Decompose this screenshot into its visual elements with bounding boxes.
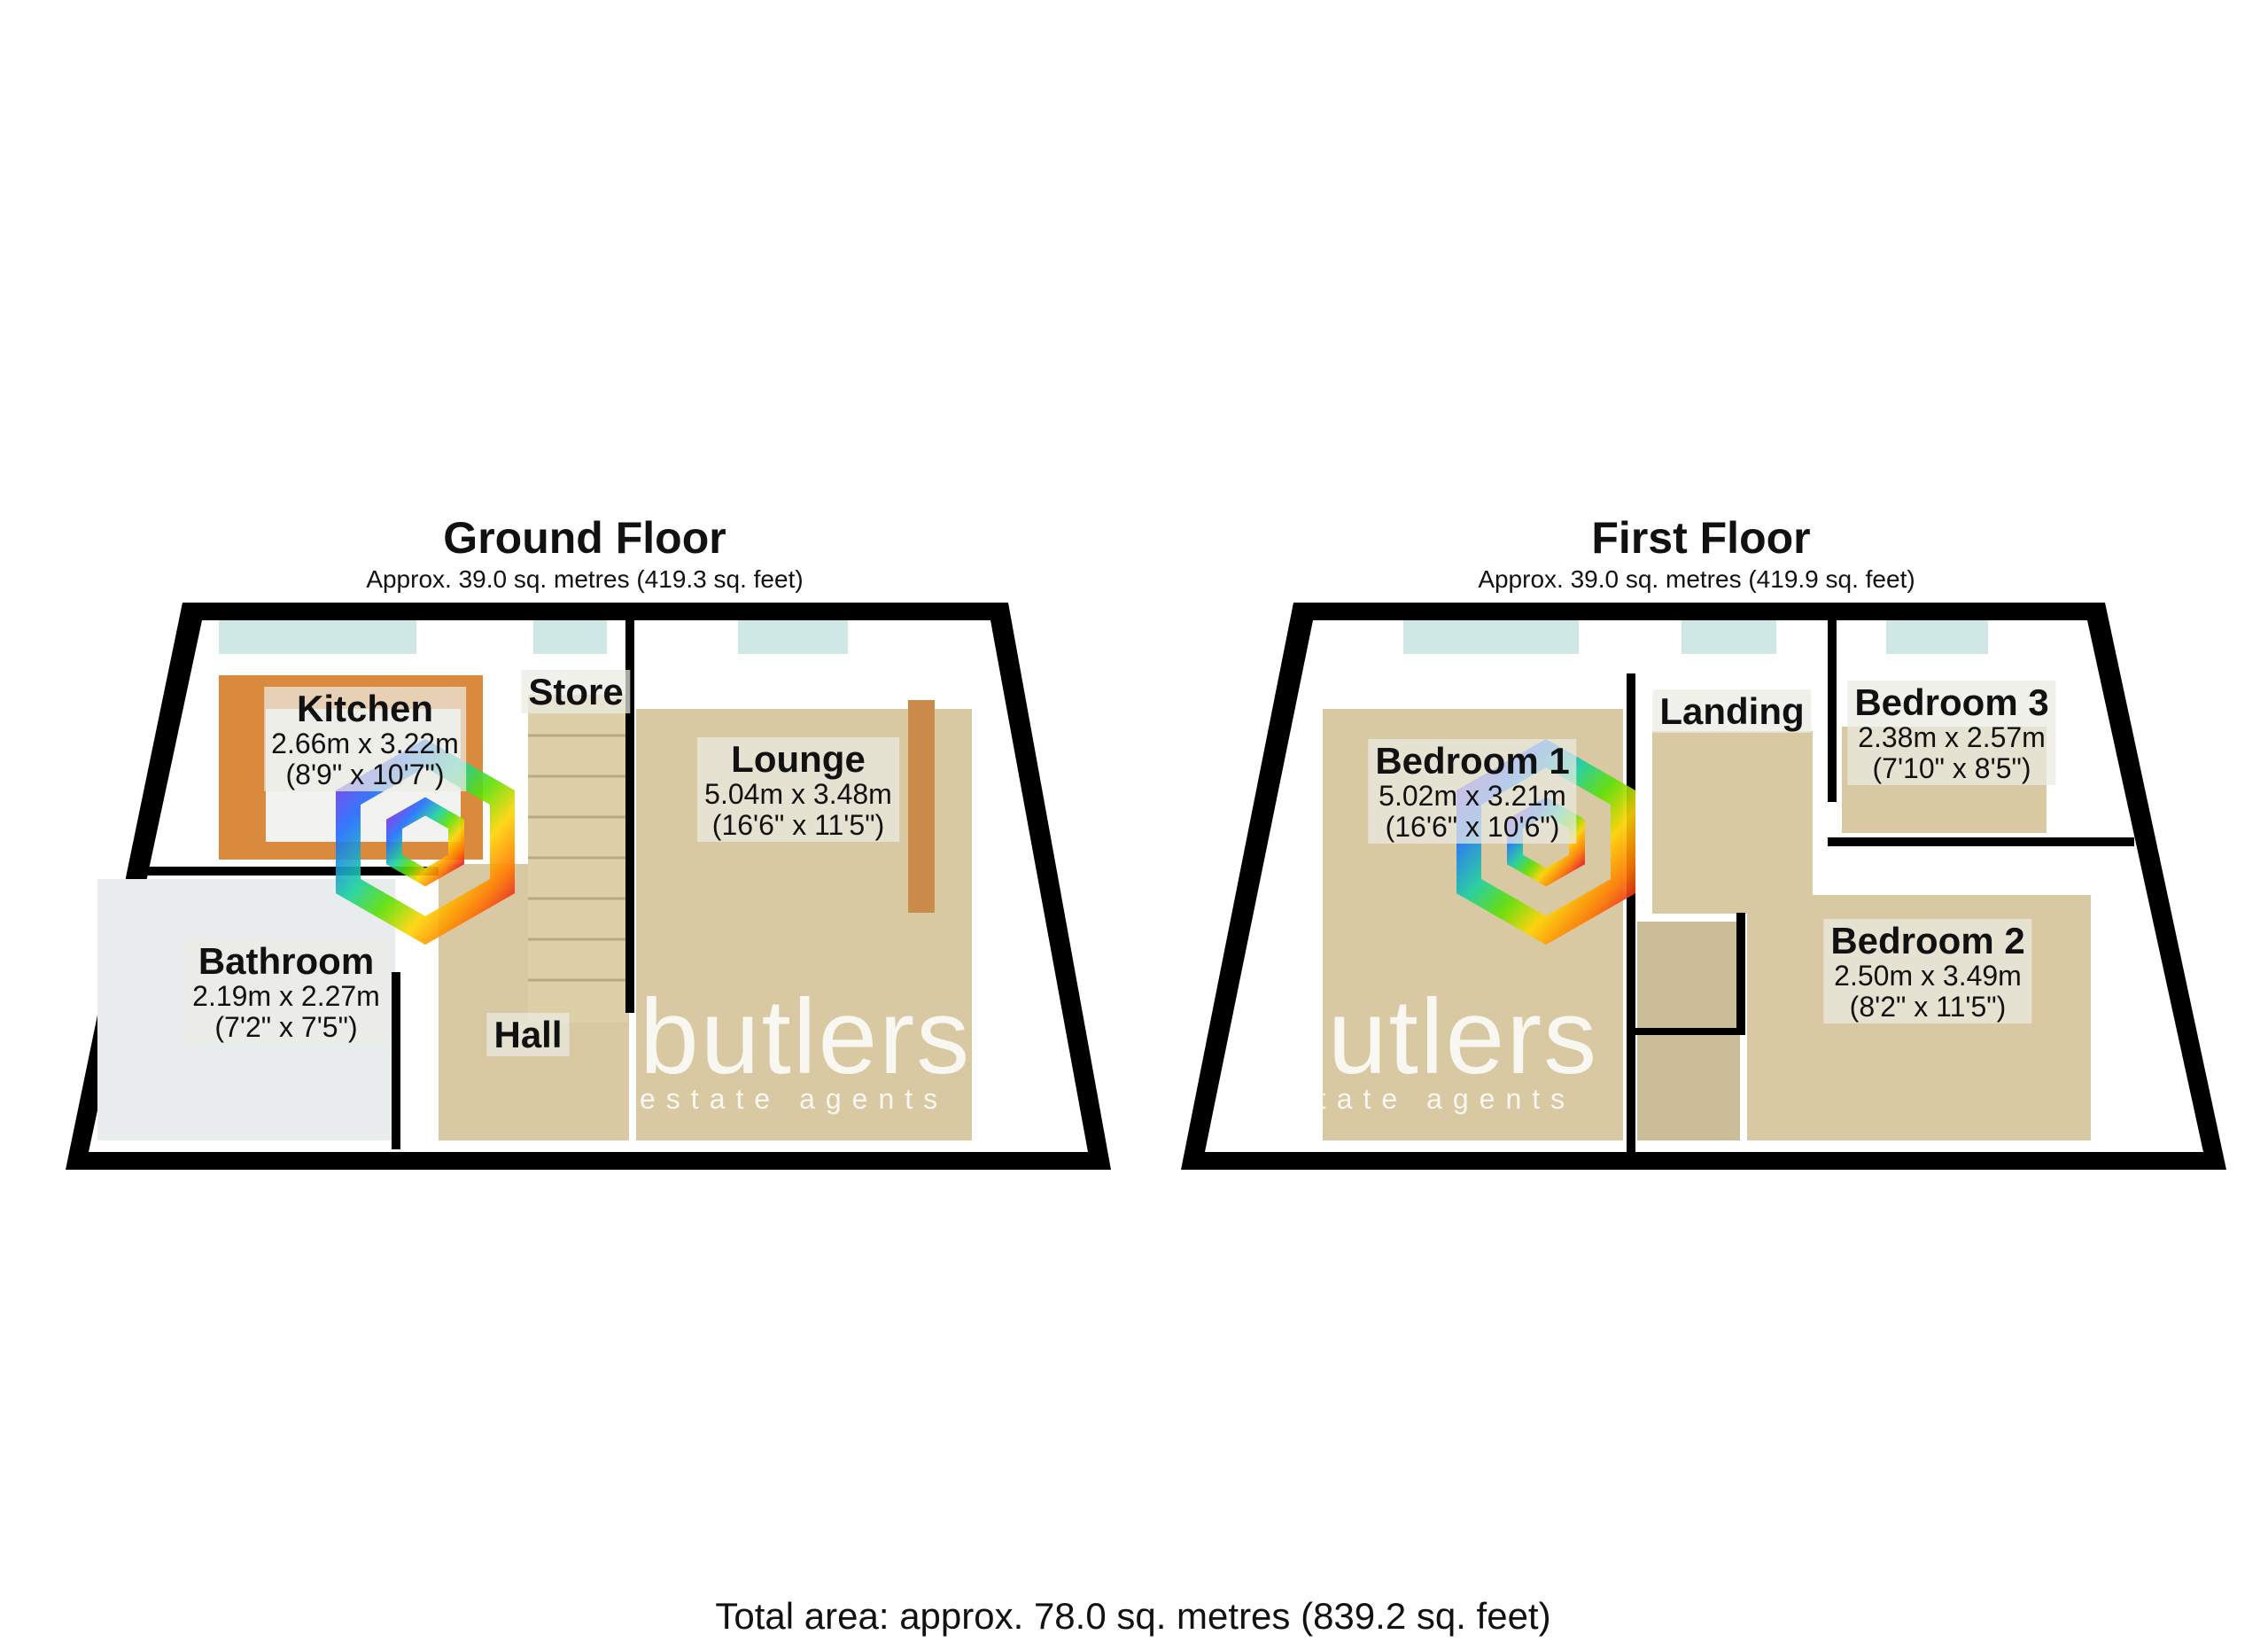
store-window bbox=[533, 620, 607, 654]
butlers-logo-icon bbox=[336, 738, 515, 946]
room-imperial: (8'9" x 10'7") bbox=[285, 758, 445, 790]
room-label-kitchen: Kitchen 2.66m x 3.22m (8'9" x 10'7") bbox=[264, 687, 466, 792]
watermark-brand: butlers bbox=[640, 977, 972, 1096]
room-label-landing: Landing bbox=[1652, 689, 1812, 734]
bedroom1-window bbox=[1403, 620, 1579, 654]
ground-floor-area: Approx. 39.0 sq. metres (419.3 sq. feet) bbox=[366, 565, 804, 593]
total-area: Total area: approx. 78.0 sq. metres (839… bbox=[715, 1595, 1551, 1637]
lounge-window bbox=[738, 620, 848, 654]
room-metric: 5.02m x 3.21m bbox=[1379, 780, 1566, 813]
room-metric: 5.04m x 3.48m bbox=[704, 778, 892, 811]
room-metric: 2.66m x 3.22m bbox=[271, 728, 459, 760]
room-name: Store bbox=[528, 671, 624, 712]
watermark-tagline: estate agents bbox=[640, 1083, 949, 1115]
room-name: Bathroom bbox=[198, 940, 375, 982]
room-metric: 2.19m x 2.27m bbox=[192, 980, 380, 1013]
room-imperial: (7'2" x 7'5") bbox=[214, 1010, 358, 1043]
room-metric: 2.38m x 2.57m bbox=[1858, 721, 2046, 754]
fireplace bbox=[908, 700, 935, 913]
room-label-hall: Hall bbox=[486, 1013, 570, 1057]
kitchen-bathroom-wall bbox=[146, 867, 439, 876]
landing-window bbox=[1682, 620, 1776, 654]
room-name: Bedroom 2 bbox=[1830, 920, 2025, 961]
watermark-tagline: estate agents bbox=[1267, 1083, 1576, 1115]
bedroom3-window bbox=[1886, 620, 1988, 654]
stair-steps bbox=[528, 734, 627, 982]
room-name: Lounge bbox=[731, 738, 866, 780]
bedroom1-wall bbox=[1627, 673, 1635, 1152]
watermark-brand: butlers bbox=[1267, 977, 1599, 1096]
room-label-bedroom-3: Bedroom 3 2.38m x 2.57m (7'10" x 8'5") bbox=[1847, 681, 2056, 786]
room-imperial: (7'10" x 8'5") bbox=[1872, 751, 2031, 784]
room-name: Kitchen bbox=[296, 688, 433, 729]
lounge-wall bbox=[625, 614, 634, 1013]
room-name: Bedroom 1 bbox=[1375, 740, 1570, 782]
cupboard-divider bbox=[1630, 1028, 1745, 1035]
cupboard-wall bbox=[1736, 913, 1745, 1028]
room-label-bedroom-2: Bedroom 2 2.50m x 3.49m (8'2" x 11'5") bbox=[1823, 919, 2032, 1024]
room-label-bathroom: Bathroom 2.19m x 2.27m (7'2" x 7'5") bbox=[185, 939, 387, 1045]
room-metric: 2.50m x 3.49m bbox=[1834, 960, 2022, 992]
kitchen-window bbox=[219, 620, 416, 654]
landing-floor bbox=[1652, 731, 1813, 914]
room-imperial: (16'6" x 10'6") bbox=[1385, 810, 1560, 843]
room-imperial: (8'2" x 11'5") bbox=[1849, 990, 2007, 1023]
first-floor-title: First Floor bbox=[1591, 513, 1811, 563]
watermark-first: butlers estate agents bbox=[1267, 984, 1598, 1113]
room-imperial: (16'6" x 11'5") bbox=[711, 808, 885, 841]
watermark-ground: butlers estate agents bbox=[640, 984, 971, 1113]
ground-floor-title: Ground Floor bbox=[443, 513, 726, 563]
room-label-lounge: Lounge 5.04m x 3.48m (16'6" x 11'5") bbox=[697, 737, 899, 843]
first-floor-area: Approx. 39.0 sq. metres (419.9 sq. feet) bbox=[1478, 565, 1915, 593]
room-label-bedroom-1: Bedroom 1 5.02m x 3.21m (16'6" x 10'6") bbox=[1368, 739, 1577, 844]
room-name: Landing bbox=[1659, 690, 1805, 732]
room-name: Hall bbox=[493, 1014, 563, 1055]
room-label-store: Store bbox=[521, 670, 631, 714]
room-name: Bedroom 3 bbox=[1854, 681, 2049, 723]
bathroom-wall bbox=[392, 972, 400, 1149]
bedroom-divider-wall bbox=[1828, 837, 2134, 846]
bedroom3-wall bbox=[1828, 611, 1837, 802]
